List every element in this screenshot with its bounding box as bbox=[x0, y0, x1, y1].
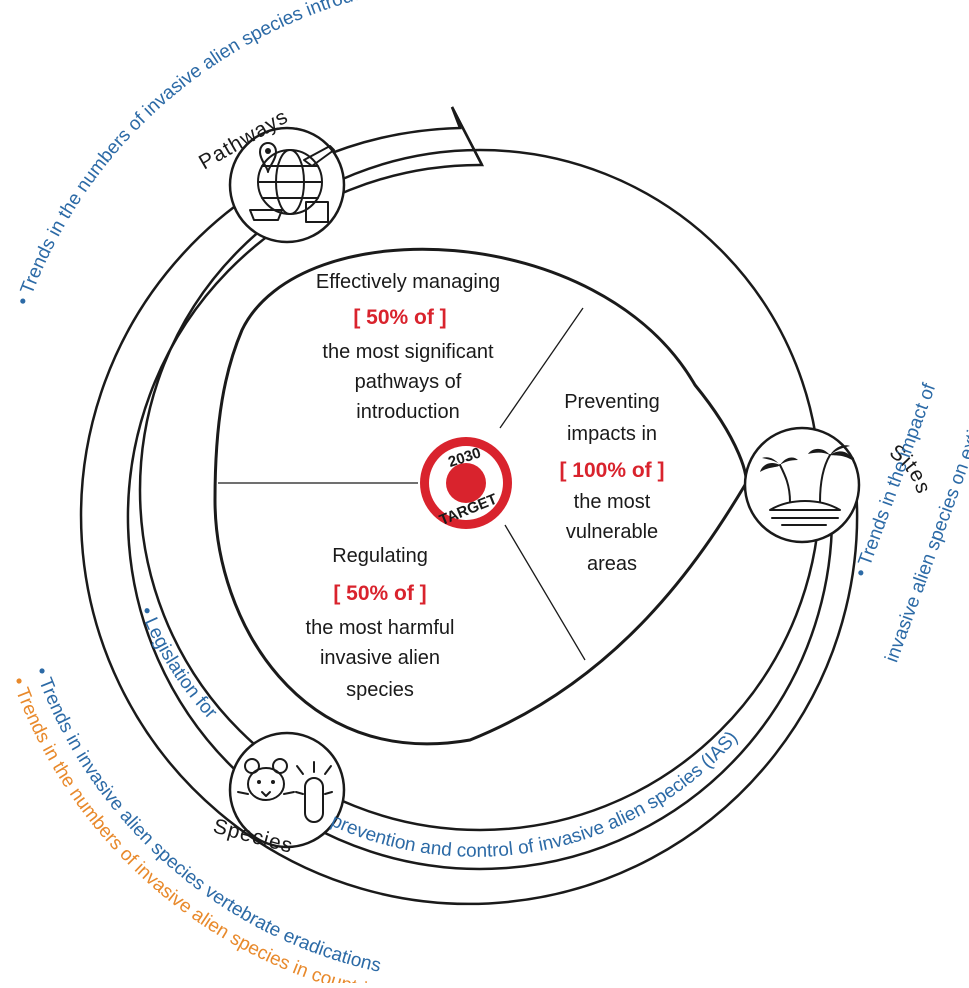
sites-segment: Preventing impacts in [ 100% of ] the mo… bbox=[559, 391, 664, 575]
sites-line4: vulnerable bbox=[566, 521, 658, 543]
divider-lower-right bbox=[504, 524, 586, 661]
sites-line1: Preventing bbox=[564, 391, 660, 413]
pathways-line2: the most significant bbox=[322, 341, 494, 363]
sites-line2: impacts in bbox=[567, 423, 657, 445]
pathways-percent: [ 50% of ] bbox=[353, 306, 446, 329]
pathways-icon-circle bbox=[228, 126, 346, 244]
sites-line5: areas bbox=[587, 553, 637, 575]
species-line1: Regulating bbox=[332, 545, 428, 567]
species-segment: Regulating [ 50% of ] the most harmful i… bbox=[306, 545, 455, 701]
sites-percent: [ 100% of ] bbox=[559, 459, 664, 482]
rodent-cactus-icon bbox=[237, 758, 333, 823]
globe-transport-icon bbox=[249, 142, 335, 223]
sites-line3: the most bbox=[574, 491, 651, 513]
sites-icon-circle bbox=[743, 426, 861, 544]
species-line3: invasive alien bbox=[320, 647, 440, 669]
species-percent: [ 50% of ] bbox=[333, 582, 426, 605]
pathways-line3: pathways of bbox=[355, 371, 462, 393]
species-line2: the most harmful bbox=[306, 617, 455, 639]
pathways-line4: introduction bbox=[356, 401, 459, 423]
pathways-line1: Effectively managing bbox=[316, 271, 500, 293]
arrow-notch bbox=[450, 106, 484, 166]
target-badge: 2030 TARGET bbox=[420, 437, 512, 529]
pathways-segment: Effectively managing [ 50% of ] the most… bbox=[316, 271, 500, 423]
palm-island-icon bbox=[760, 445, 852, 526]
divider-upper-right bbox=[499, 307, 584, 429]
species-icon-circle bbox=[228, 731, 346, 849]
species-line4: species bbox=[346, 679, 414, 701]
